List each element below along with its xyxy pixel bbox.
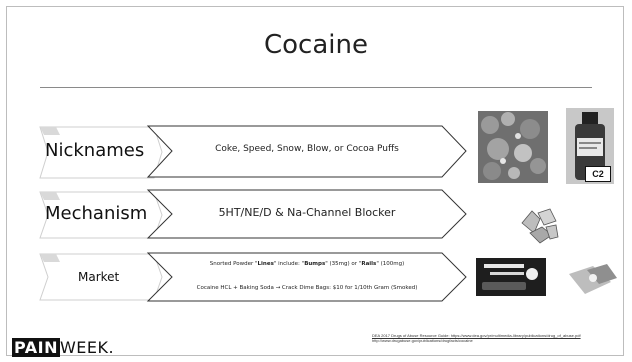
- citation: DEA 2017 Drugs of Abuse Resource Guide: …: [372, 333, 622, 343]
- schedule-badge: C2: [585, 166, 611, 182]
- slide-border: [6, 6, 624, 356]
- title-divider: [40, 87, 592, 88]
- slide-title: Cocaine: [264, 30, 368, 60]
- logo-pain-text: PAIN: [12, 338, 60, 357]
- logo-week-text: WEEK.: [59, 338, 115, 357]
- mechanism-arrow: [146, 189, 467, 239]
- nicknames-text: Coke, Speed, Snow, Blow, or Cocoa Puffs: [215, 144, 399, 154]
- coca-plant-photo: [478, 111, 548, 183]
- market-label: Market: [78, 270, 120, 284]
- citation-line-2[interactable]: http://www.drugabuse.gov/publications/dr…: [372, 338, 473, 343]
- market-line1: Snorted Powder "Lines" include: "Bumps" …: [209, 261, 405, 267]
- market-arrow: [146, 252, 467, 302]
- powder-lines-photo: [476, 258, 546, 296]
- cocaine-crystals-photo: [518, 203, 560, 245]
- mechanism-label: Mechanism: [45, 203, 148, 224]
- market-line2: Cocaine HCL + Baking Soda → Crack Dime B…: [196, 285, 418, 291]
- crack-bag-photo: [563, 256, 619, 300]
- mechanism-text: 5HT/NE/D & Na-Channel Blocker: [218, 206, 396, 219]
- nicknames-arrow: [146, 125, 467, 178]
- citation-line-1[interactable]: DEA 2017 Drugs of Abuse Resource Guide: …: [372, 333, 581, 338]
- nicknames-label: Nicknames: [45, 140, 145, 161]
